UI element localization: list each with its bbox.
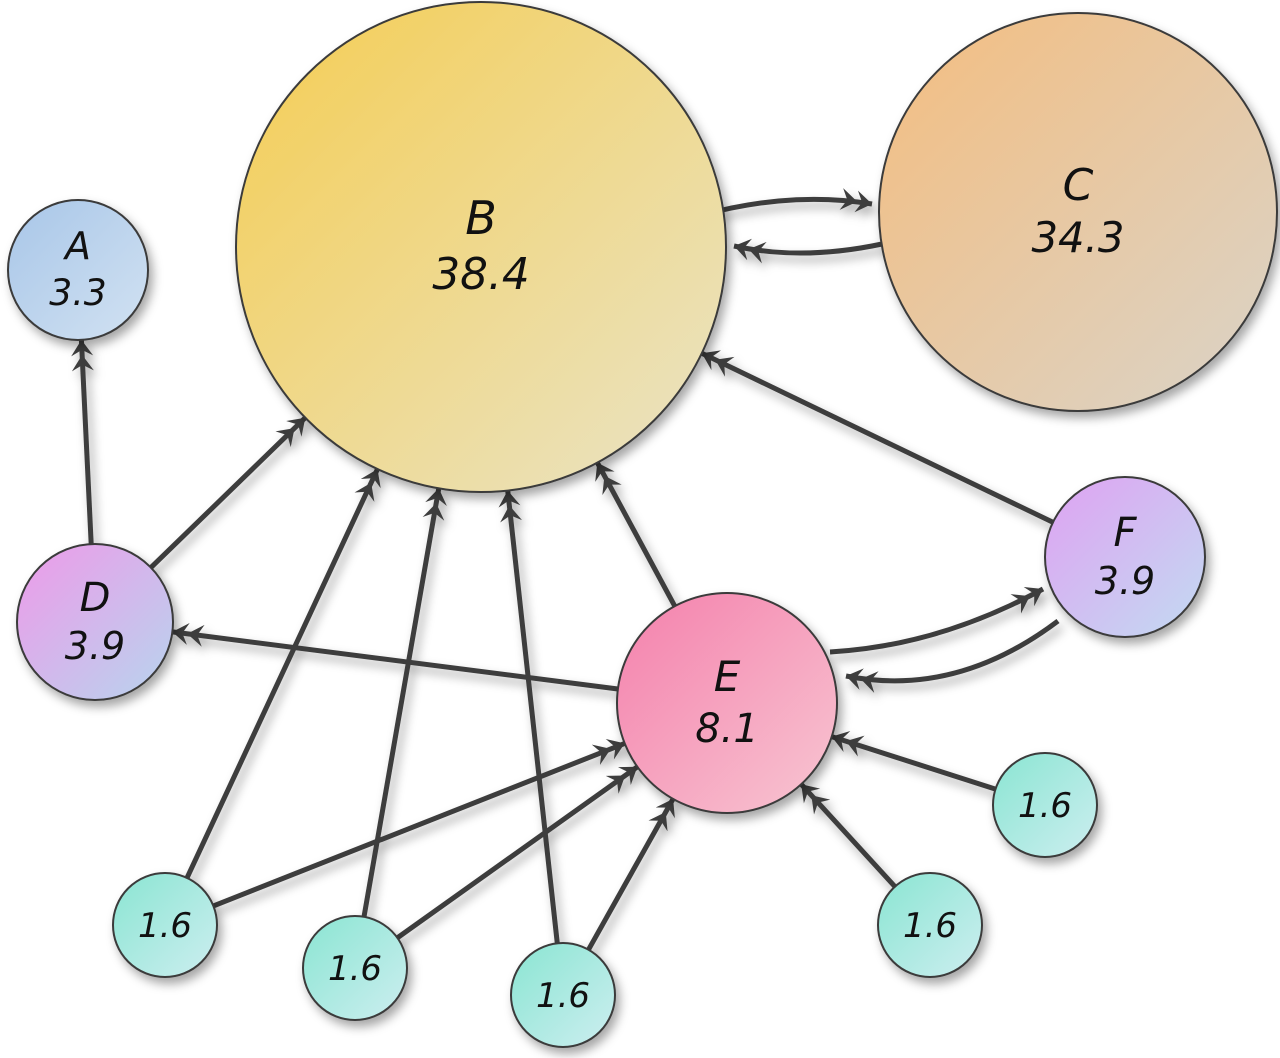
node-G2: 1.6	[302, 915, 408, 1021]
node-circle-C	[878, 12, 1278, 412]
node-value-G2: 1.6	[328, 949, 382, 989]
node-E: E 8.1	[616, 592, 838, 814]
node-value-A: 3.3	[49, 272, 106, 314]
node-circle-G3	[510, 942, 616, 1048]
node-label-C: C	[1063, 160, 1094, 211]
edge-E-F	[829, 586, 1045, 655]
node-circle-F	[1044, 476, 1206, 638]
edge-B-C	[717, 188, 873, 214]
node-value-F: 3.9	[1095, 559, 1155, 603]
edge-G2-E	[395, 764, 639, 940]
node-value-B: 38.4	[432, 249, 529, 300]
edge-E-D	[172, 623, 619, 692]
node-C: C34.3	[878, 12, 1278, 412]
edge-D-B	[149, 415, 308, 570]
edge-G5-E	[830, 731, 997, 792]
node-circle-G4	[877, 872, 983, 978]
node-layer: A3.3B38.4C34.3D3.9E8.1F3.91.61.61.61.61.…	[7, 1, 1278, 1048]
node-value-G3: 1.6	[536, 976, 590, 1016]
node-F: F3.9	[1044, 476, 1206, 638]
edge-C-B	[733, 238, 883, 264]
node-B: B38.4	[235, 1, 727, 493]
node-value-G4: 1.6	[903, 906, 957, 946]
node-circle-D	[16, 543, 174, 701]
node-G1: 1.6	[112, 872, 218, 978]
node-value-E: 8.1	[695, 706, 758, 752]
node-circle-A	[7, 199, 149, 341]
edge-G3-B	[498, 490, 560, 944]
node-circle-B	[235, 1, 727, 493]
node-label-B: B	[465, 191, 497, 245]
edge-E-B	[595, 461, 678, 608]
node-circle-G2	[302, 915, 408, 1021]
edge-layer	[71, 188, 1060, 951]
edge-F-E	[845, 619, 1060, 693]
node-circle-E	[616, 592, 838, 814]
edge-G2-B	[361, 487, 447, 918]
node-circle-G5	[992, 752, 1098, 858]
node-G5: 1.6	[992, 752, 1098, 858]
node-label-A: A	[62, 224, 91, 268]
edge-G3-E	[586, 797, 676, 951]
edge-F-B	[700, 350, 1054, 525]
node-G3: 1.6	[510, 942, 616, 1048]
node-A: A3.3	[7, 199, 149, 341]
node-label-D: D	[80, 575, 111, 621]
node-value-G5: 1.6	[1018, 786, 1072, 826]
edge-G4-E	[799, 782, 897, 889]
node-label-E: E	[714, 652, 741, 701]
node-value-C: 34.3	[1031, 213, 1124, 262]
node-G4: 1.6	[877, 872, 983, 978]
node-circle-G1	[112, 872, 218, 978]
edge-D-A	[71, 339, 94, 545]
node-D: D3.9	[16, 543, 174, 701]
node-value-D: 3.9	[65, 624, 125, 668]
edge-G1-B	[184, 468, 381, 879]
edge-G1-E	[212, 739, 626, 909]
node-value-G1: 1.6	[138, 906, 192, 946]
node-label-F: F	[1113, 510, 1137, 556]
